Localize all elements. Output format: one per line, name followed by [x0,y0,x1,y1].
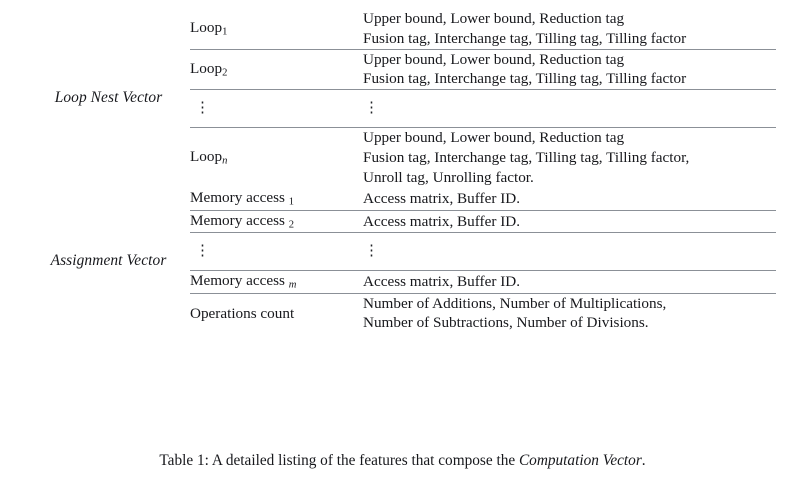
caption-emphasis: Computation Vector [518,452,642,469]
sub-rule-value [363,48,776,50]
value-line: Unroll tag, Unrolling factor. [363,168,534,186]
row-key-base: Loop [190,147,223,165]
sub-rule-key [190,209,363,211]
sub-rule-value [363,232,776,234]
vertical-ellipsis-icon: ⋮ [364,100,379,116]
caption-suffix: . [641,452,646,469]
group-label-loop-nest-vector: Loop Nest Vector [54,89,163,107]
row-value-ellipsis-memory: ⋮ [363,233,776,271]
value-line: Upper bound, Lower bound, Reduction tag [363,10,625,27]
value-line: Access matrix, Buffer ID. [363,273,521,291]
sub-rule-key [190,232,363,234]
row-key-ellipsis-loops: ⋮ [190,90,363,128]
row-key-loop-n: Loopn [190,128,363,187]
row-key-subscript: 1 [222,26,228,38]
row-key-base: Operations count [190,304,295,322]
row-value-loop-1: Upper bound, Lower bound, Reduction tag … [363,9,776,49]
sub-rule-key [190,48,363,50]
table-row: Memory access m Access matrix, Buffer ID… [27,271,776,293]
value-line: Fusion tag, Interchange tag, Tilling tag… [363,29,687,47]
feature-table-body: Loop Nest Vector Loop1 Upper bound, Lowe… [27,8,776,334]
sub-rule-row [27,48,776,50]
vertical-ellipsis-icon: ⋮ [195,243,210,260]
caption-prefix: Table 1: A detailed listing of the featu… [159,452,519,469]
sub-rule-row [27,127,776,128]
row-value-memory-access-2: Access matrix, Buffer ID. [363,211,776,233]
feature-table-wrapper: Loop Nest Vector Loop1 Upper bound, Lowe… [27,8,776,334]
row-value-loop-2: Upper bound, Lower bound, Reduction tag … [363,50,776,90]
row-value-memory-access-m: Access matrix, Buffer ID. [363,271,776,293]
sub-rule-value [363,209,776,211]
row-key-base: Memory access [190,189,289,207]
row-key-subscript: 1 [288,196,294,208]
sub-rule-key [190,270,363,272]
row-key-operations-count: Operations count [190,294,363,334]
table-bottom-rule [27,333,776,334]
value-line: Upper bound, Lower bound, Reduction tag [363,50,625,68]
sub-rule-row [27,89,776,90]
value-line: Number of Subtractions, Number of Divisi… [363,314,649,332]
value-line: Upper bound, Lower bound, Reduction tag [363,129,625,146]
table-row: Operations count Number of Additions, Nu… [27,294,776,334]
table-row-ellipsis: ⋮ ⋮ [27,233,776,271]
table-row: Assignment Vector Memory access 1 Access… [27,188,776,268]
row-key-memory-access-2: Memory access 2 [190,211,363,233]
table-row: Loop2 Upper bound, Lower bound, Reductio… [27,50,776,90]
value-line: Fusion tag, Interchange tag, Tilling tag… [363,148,690,166]
row-key-loop-1: Loop1 [190,9,363,49]
row-key-subscript: n [222,155,228,167]
row-value-loop-n: Upper bound, Lower bound, Reduction tag … [363,128,776,187]
vertical-ellipsis-icon: ⋮ [364,243,379,260]
row-key-subscript: m [288,279,297,291]
sub-rule-value [363,89,776,90]
row-value-memory-access-1: Access matrix, Buffer ID. [363,188,776,210]
sub-rule-row [27,232,776,234]
row-key-base: Loop [190,59,223,77]
vertical-ellipsis-icon: ⋮ [195,100,210,116]
row-key-memory-access-1: Memory access 1 [190,188,363,210]
row-key-ellipsis-memory: ⋮ [190,233,363,271]
row-key-subscript: 2 [288,219,294,231]
table-caption: Table 1: A detailed listing of the featu… [0,452,805,470]
sub-rule-value [363,127,776,128]
sub-rule-value [363,292,776,294]
group-label-assignment-vector: Assignment Vector [50,251,167,269]
sub-rule-key [190,89,363,90]
value-line: Access matrix, Buffer ID. [363,212,521,230]
row-value-operations-count: Number of Additions, Number of Multiplic… [363,294,776,334]
value-line: Access matrix, Buffer ID. [363,190,521,208]
row-value-ellipsis-loops: ⋮ [363,90,776,128]
table-row-ellipsis: ⋮ ⋮ [27,90,776,128]
table-row: Loopn Upper bound, Lower bound, Reductio… [27,128,776,187]
row-key-memory-access-m: Memory access m [190,271,363,293]
feature-table: Loop Nest Vector Loop1 Upper bound, Lowe… [27,8,776,334]
row-key-base: Memory access [190,211,289,229]
row-key-base: Loop [190,19,223,36]
sub-rule-row [27,292,776,294]
row-key-base: Memory access [190,272,289,290]
sub-rule-key [190,127,363,128]
row-key-subscript: 2 [222,67,228,79]
table-row: Memory access 2 Access matrix, Buffer ID… [27,211,776,233]
sub-rule-row [27,270,776,272]
value-line: Fusion tag, Interchange tag, Tilling tag… [363,70,687,88]
table-bottom-rule-row [27,333,776,334]
value-line: Number of Additions, Number of Multiplic… [363,294,667,312]
row-key-loop-2: Loop2 [190,50,363,90]
table-row: Loop Nest Vector Loop1 Upper bound, Lowe… [27,9,776,106]
sub-rule-key [190,292,363,294]
sub-rule-value [363,270,776,272]
sub-rule-row [27,209,776,211]
